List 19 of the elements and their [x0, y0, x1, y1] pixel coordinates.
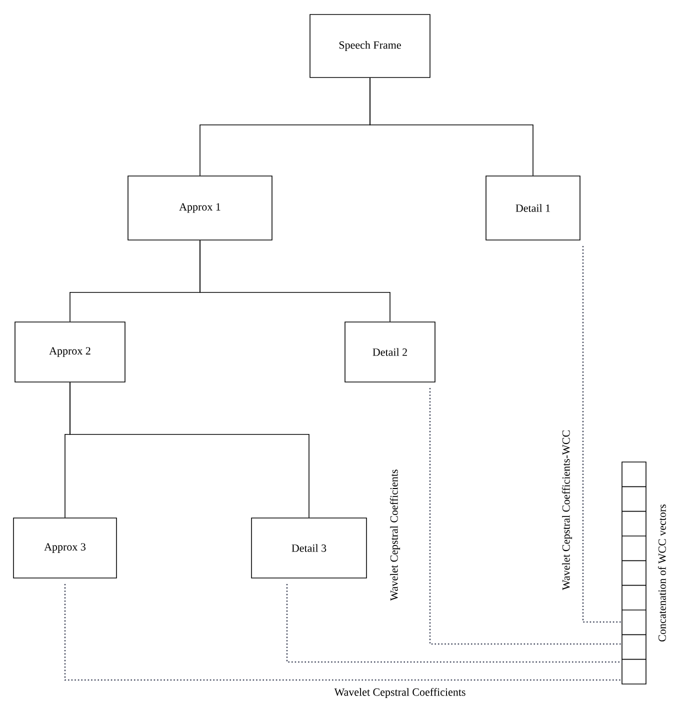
edge-label: Wavelet Cepstral Coefficients	[388, 468, 402, 602]
process-box: Approx 3	[13, 518, 117, 578]
process-box: Detail 1	[486, 176, 580, 240]
process-box: Speech Frame	[310, 14, 430, 78]
dotted-line	[582, 246, 622, 623]
process-box: Approx 1	[128, 176, 272, 240]
process-box: Approx 2	[14, 322, 126, 382]
process-box: Detail 3	[251, 518, 367, 578]
connector-line	[200, 240, 390, 322]
edge-label: Wavelet Cepstral Coefficients	[333, 686, 467, 700]
dotted-line	[64, 584, 622, 681]
dotted-line	[286, 584, 622, 663]
stack-caption: Concatenation of WCC vectors	[658, 504, 666, 642]
dotted-line	[429, 388, 622, 645]
edge-label: Wavelet Cepstral Coefficients-WCC	[560, 428, 574, 592]
connector-line	[370, 78, 534, 176]
process-box: Detail 2	[344, 322, 436, 382]
connector-line	[70, 382, 310, 518]
vector-stack	[622, 462, 646, 684]
